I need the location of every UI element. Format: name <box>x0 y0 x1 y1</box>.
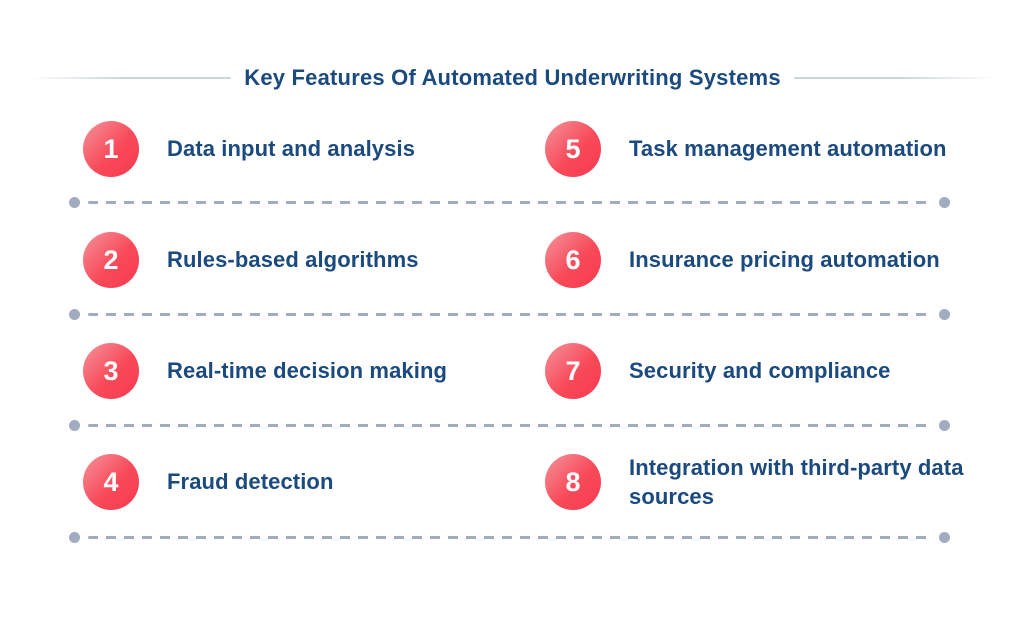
divider-dot-left <box>69 196 80 208</box>
feature-item-3: 3 Real-time decision making <box>83 343 447 399</box>
feature-item-8: 8 Integration with third-party data sour… <box>545 454 974 510</box>
dashed-divider-4 <box>69 531 950 543</box>
feature-item-6: 6 Insurance pricing automation <box>545 232 940 288</box>
divider-dot-right <box>939 308 950 320</box>
feature-number-badge: 8 <box>545 454 601 510</box>
divider-dashes <box>88 423 931 427</box>
feature-label: Security and compliance <box>629 358 891 384</box>
title-rule-left <box>30 77 232 79</box>
feature-item-1: 1 Data input and analysis <box>83 121 415 177</box>
divider-dot-right <box>939 196 950 208</box>
feature-number-badge: 5 <box>545 121 601 177</box>
feature-label: Integration with third-party data source… <box>629 454 964 509</box>
divider-dashes <box>88 200 931 204</box>
page-title: Key Features Of Automated Underwriting S… <box>244 65 781 90</box>
divider-dot-left <box>69 531 80 543</box>
feature-row-1: 1 Data input and analysis 5 Task managem… <box>0 121 1024 177</box>
divider-dot-left <box>69 419 80 431</box>
feature-item-4: 4 Fraud detection <box>83 454 334 510</box>
feature-number-badge: 7 <box>545 343 601 399</box>
feature-label: Rules-based algorithms <box>167 247 419 273</box>
title-bar: Key Features Of Automated Underwriting S… <box>30 63 996 93</box>
divider-dashes <box>88 312 931 316</box>
feature-number-badge: 4 <box>83 454 139 510</box>
dashed-divider-1 <box>69 196 950 208</box>
dashed-divider-3 <box>69 419 950 431</box>
feature-number-badge: 2 <box>83 232 139 288</box>
feature-number-badge: 6 <box>545 232 601 288</box>
feature-number-badge: 1 <box>83 121 139 177</box>
feature-label: Task management automation <box>629 136 947 162</box>
divider-dot-right <box>939 531 950 543</box>
dashed-divider-2 <box>69 308 950 320</box>
feature-item-7: 7 Security and compliance <box>545 343 891 399</box>
feature-label: Insurance pricing automation <box>629 247 940 273</box>
title-rule-right <box>793 77 996 79</box>
divider-dot-right <box>939 419 950 431</box>
divider-dashes <box>88 535 931 539</box>
feature-label: Real-time decision making <box>167 358 448 384</box>
feature-row-3: 3 Real-time decision making 7 Security a… <box>0 343 1024 399</box>
divider-dot-left <box>69 308 80 320</box>
feature-item-2: 2 Rules-based algorithms <box>83 232 419 288</box>
feature-number-badge: 3 <box>83 343 139 399</box>
feature-row-2: 2 Rules-based algorithms 6 Insurance pri… <box>0 232 1024 288</box>
feature-label: Fraud detection <box>167 469 334 495</box>
feature-item-5: 5 Task management automation <box>545 121 947 177</box>
feature-label: Data input and analysis <box>167 136 416 162</box>
feature-row-4: 4 Fraud detection 8 Integration with thi… <box>0 454 1024 510</box>
